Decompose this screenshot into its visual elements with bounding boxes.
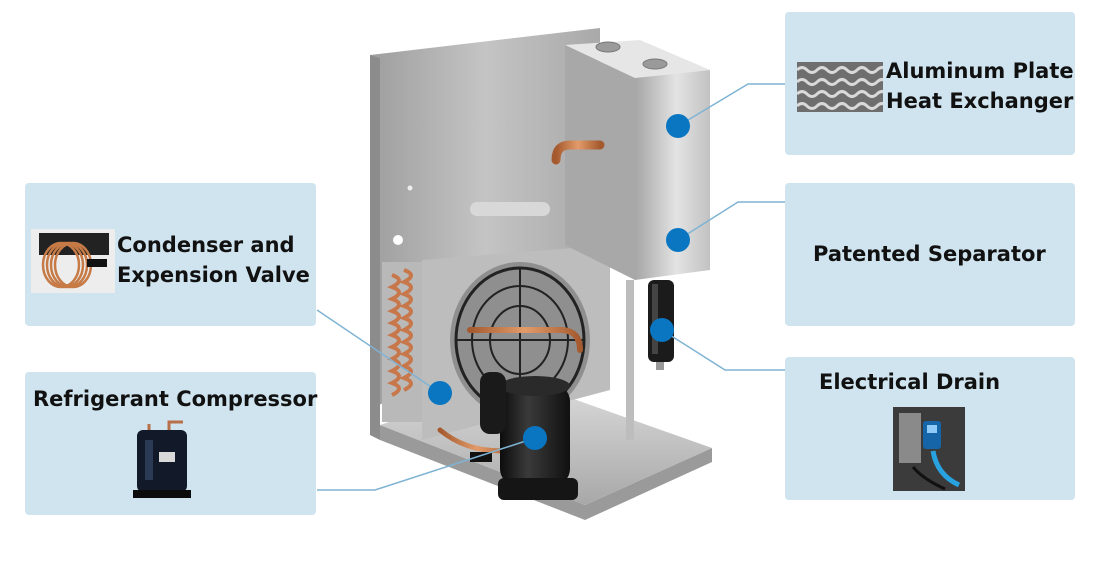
plate-fins-thumbnail-icon <box>797 62 883 112</box>
marker-drain <box>650 318 674 342</box>
condenser-coil <box>382 262 422 422</box>
callout-separator: Patented Separator <box>785 183 1075 326</box>
coil-thumbnail-icon <box>31 229 115 293</box>
support-rod <box>626 280 634 440</box>
marker-compressor <box>523 426 547 450</box>
drain-valve-thumbnail-icon <box>893 407 965 491</box>
callout-heat-exchanger: Aluminum Plate Heat Exchanger <box>785 12 1075 155</box>
marker-dots <box>428 114 690 450</box>
callout-drain: Electrical Drain <box>785 357 1075 500</box>
marker-heat-exchanger <box>666 114 690 138</box>
compressor-thumbnail-icon <box>133 420 191 498</box>
callout-compressor: Refrigerant Compressor <box>25 372 318 515</box>
separator-title: Patented Separator <box>813 242 1046 266</box>
marker-condenser <box>428 381 452 405</box>
drain-title: Electrical Drain <box>819 370 1001 394</box>
heat-exchanger-title-line2: Heat Exchanger <box>886 89 1074 113</box>
expansion-valve-body <box>470 202 550 216</box>
condenser-title-line2: Expension Valve <box>117 263 310 287</box>
compressor-title: Refrigerant Compressor <box>33 387 318 411</box>
callout-condenser: Condenser and Expension Valve <box>25 183 316 326</box>
connector-lines <box>316 83 785 491</box>
marker-separator <box>666 228 690 252</box>
condenser-title-line1: Condenser and <box>117 233 295 257</box>
heat-exchanger-title-line1: Aluminum Plate <box>886 59 1074 83</box>
